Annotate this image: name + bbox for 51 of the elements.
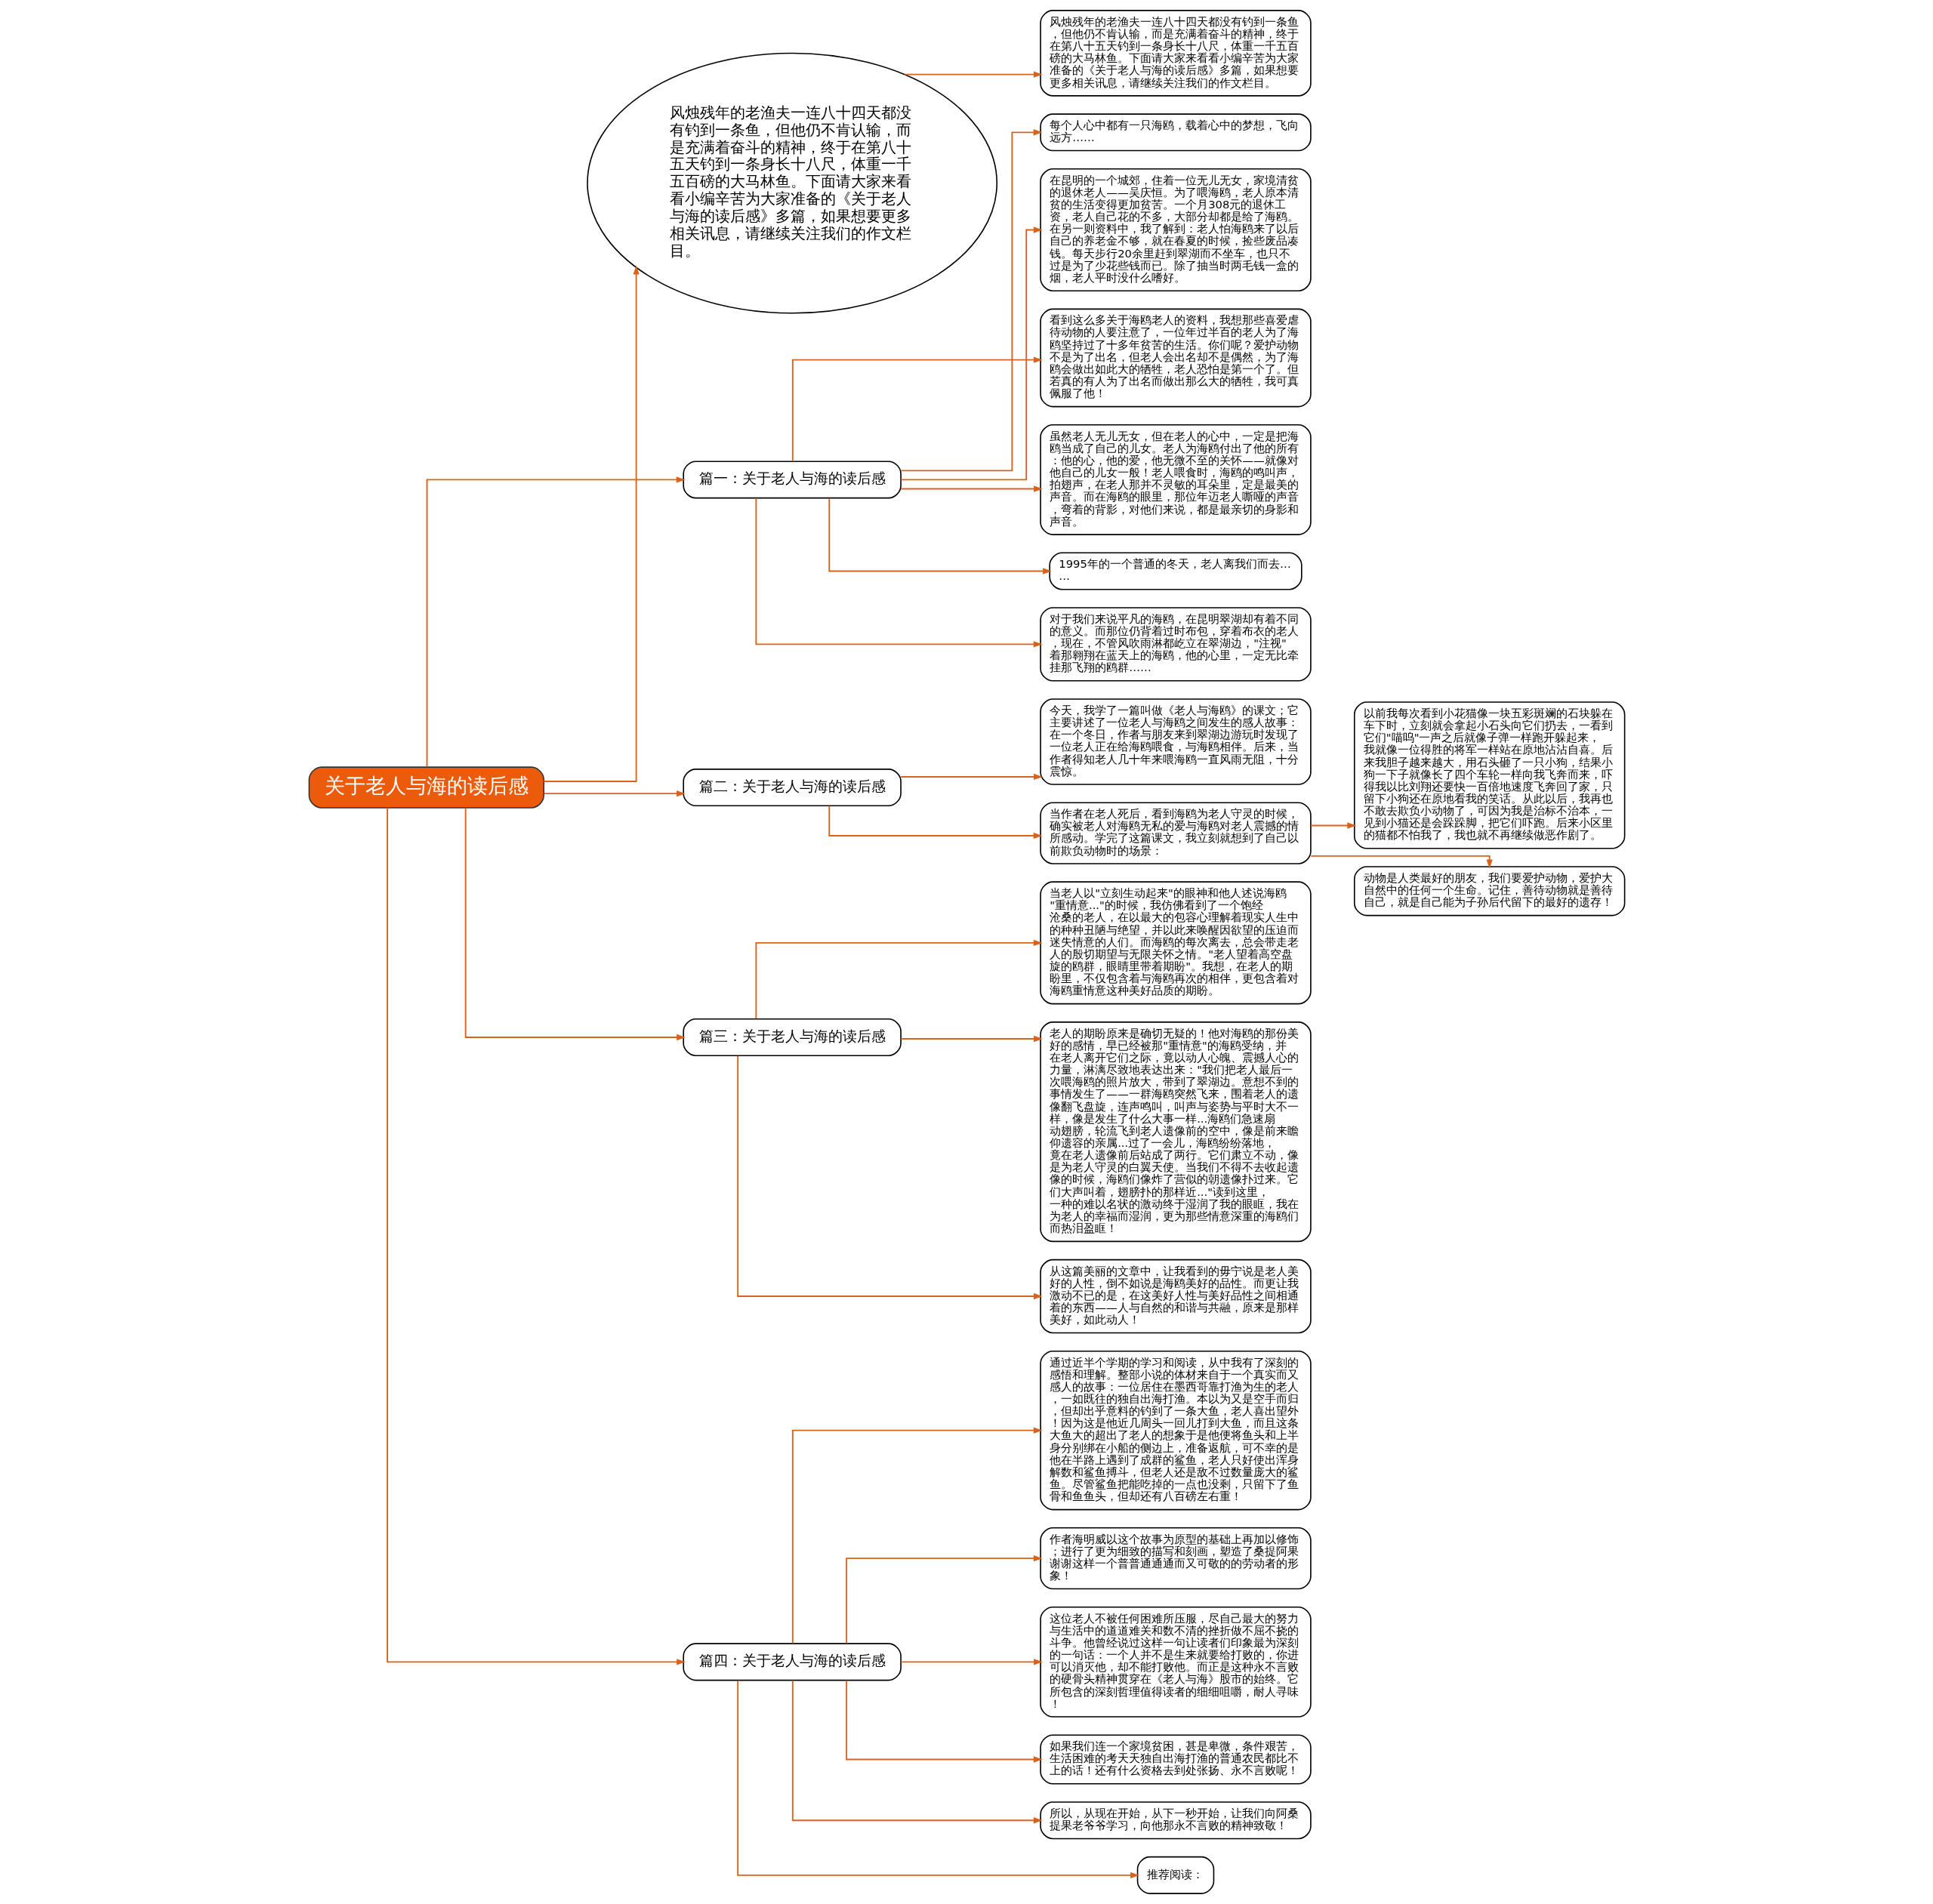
arrow xyxy=(828,805,1042,840)
node-box: 关于老人与海的读后感 xyxy=(308,766,544,809)
node-box: 虽然老人无儿无女，但在老人的心中，一定是把海鸥当成了自己的儿女。老人为海鸥付出了他的所有：他的心，他的爱，他无微不至的关怀——就像对他自己的儿女一般！老人喂食时，海鸥的鸣叫声，拍翅声，在老人那并不灵敏的耳朵里，定是最美的声音。而在海鸥的眼里，那位年迈老人嘶哑的声音，弯着的背影，对他们来说，都是最亲切的身影和声音。 xyxy=(1039,424,1312,535)
arrow xyxy=(791,1679,1043,1824)
node-box: 作者海明威以这个故事为原型的基础上再加以修饰；进行了更为细致的描写和刻画，塑造了桑提阿果谢谢这样一个普普通通通而又可敬的的劳动者的形象！ xyxy=(1039,1527,1312,1590)
arrow xyxy=(899,226,1043,481)
node-box: 当作者在老人死后，看到海鸥为老人守灵的时候，确实被老人对海鸥无私的爱与海鸥对老人震撼的情所感动。学完了这篇课文，我立刻就想到了自己以前欺负动物时的场景： xyxy=(1039,802,1312,864)
node-box: 如果我们连一个家境贫困，甚是卑微，条件艰苦，生活困难的考天天独自出海打渔的普通农民都比不上的话！还有什么资格去到处张扬、永不言败呢！ xyxy=(1039,1734,1312,1785)
node-box: 以前我每次看到小花猫像一块五彩斑斓的石块躲在车下时，立刻就会拿起小石头向它们扔去，一看到它们"喵呜"一声之后就像子弹一样跑开躲起来，我就像一位得胜的将军一样站在原地沾沾自喜。后来我胆子越来越大，用石头砸了一只小狗，结果小狗一下子就像长了四个车轮一样向我飞奔而来，吓得我以比刘翔还要快一百倍地速度飞奔回了家，只留下小狗还在原地看我的笑话。从此以后，我再也不敢去欺负小动物了，可因为我是治标不治本，一见到小猫还是会跺跺脚，把它们吓跑。后来小区里的猫都不怕我了，我也就不再继续做恶作剧了。 xyxy=(1353,701,1625,849)
arrow xyxy=(791,356,1043,462)
node-box: 通过近半个学期的学习和阅读，从中我有了深刻的感悟和理解。整部小说的体材来自于一个真实而又感人的故事：一位居住在墨西哥靠打渔为生的老人，一如既往的独自出海打渔。本以为又是空手而归，但却出乎意料的钓到了一条大鱼，老人喜出望外！因为这是他近几周头一回儿打到大鱼，而且这条大鱼大的超出了老人的想象于是他便将鱼头和上半身分别绑在小船的侧边上，准备返航，可不幸的是他在半路上遇到了成群的鲨鱼，老人只好使出浑身解数和鲨鱼搏斗，但老人还是敌不过数量庞大的鲨鱼。尽管鲨鱼把能吃掉的一点也没剩，只留下了鱼骨和鱼鱼头，但却还有八百磅左右重！ xyxy=(1039,1350,1312,1511)
node-box: 每个人心中都有一只海鸥，载着心中的梦想，飞向远方…… xyxy=(1039,113,1312,152)
arrow xyxy=(543,790,686,797)
arrow xyxy=(1309,855,1493,869)
node-box: 所以，从现在开始，从下一秒开始，让我们向阿桑提果老爷爷学习，向他那永不言败的精神致敬！ xyxy=(1039,1801,1312,1840)
node-box: 这位老人不被任何困难所压服，尽自己最大的努力与生活中的道道难关和数不清的挫折做不屈不挠的斗争。他曾经说过这样一句让读者们印象最为深刻的一句话：一个人并不是生来就要给打败的，你进可以消灭他，却不能打败他。而正是这种永不言败的硬骨头精神贯穿在《老人与海》股市的始终。它所包含的深刻哲理值得读者的细细咀嚼，耐人寻味！ xyxy=(1039,1606,1312,1718)
node-box: 当老人以"立刻生动起来"的眼神和他人述说海鸥"重情意..."的时候，我仿佛看到了一个饱经沧桑的老人，在以最大的包容心理解着现实人生中的种种丑陋与绝望，并以此来唤醒因欲望的压迫而迷失情意的人们。而海鸥的每次离去，总会带走老人的殷切期望与无限关怀之情。"老人望着高空盘旋的鸥群，眼睛里带着期盼"。我想，在老人的期盼里，不仅包含着与海鸥再次的相伴，更包含着对海鸥重情意这种美好品质的期盼。 xyxy=(1039,881,1312,1005)
node-box: 篇二：关于老人与海的读后感 xyxy=(682,769,902,807)
arrow xyxy=(845,1555,1043,1644)
arrow xyxy=(754,939,1043,1020)
arrow xyxy=(899,1035,1043,1043)
node-box: 推荐阅读： xyxy=(1136,1856,1214,1894)
arrow xyxy=(791,1427,1043,1644)
arrow xyxy=(1309,822,1356,829)
arrow xyxy=(754,498,1043,648)
arrow xyxy=(736,1055,1043,1300)
node-box: 动物是人类最好的朋友，我们要爱护动物，爱护大自然中的任何一个生命。记住，善待动物就是善待自己，就是自己能为子孙后代留下的最好的遗存！ xyxy=(1353,866,1625,917)
node-ellipse: 风烛残年的老渔夫一连八十四天都没有钓到一条鱼，但他仍不肯认输，而是充满着奋斗的精神，终于在第八十五天钓到一条身长十八尺，体重一千五百磅的大马林鱼。下面请大家来看看小编辛苦为大家准备的《关于老人与海的读后感》多篇，如果想要更多相关讯息，请继续关注我们的作文栏目。 xyxy=(586,52,997,314)
node-box: 篇一：关于老人与海的读后感 xyxy=(682,461,902,499)
node-box: 风烛残年的老渔夫一连八十四天都没有钓到一条鱼，但他仍不肯认输，而是充满着奋斗的精神，终于在第八十五天钓到一条身长十八尺，体重一千五百磅的大马林鱼。下面请大家来看看小编辛苦为大家准备的《关于老人与海的读后感》多篇，如果想要更多相关讯息，请继续关注我们的作文栏目。 xyxy=(1039,10,1312,97)
node-box: 从这篇美丽的文章中，让我看到的毋宁说是老人美好的人性，倒不如说是海鸥美好的品性。而更让我激动不已的是，在这美好人性与美好品性之间相通着的东西——人与自然的和谐与共融，原来是那样美好，如此动人！ xyxy=(1039,1259,1312,1334)
arrow xyxy=(900,129,1042,472)
node-box: 篇三：关于老人与海的读后感 xyxy=(682,1018,902,1057)
node-box: 篇四：关于老人与海的读后感 xyxy=(682,1643,902,1681)
arrow xyxy=(899,773,1043,781)
arrow xyxy=(828,498,1052,575)
arrow xyxy=(736,1680,1139,1879)
arrow xyxy=(426,476,685,768)
node-box: 老人的期盼原来是确切无疑的！他对海鸥的那份美好的感情，早已经被那"重情意"的海鸥受纳，并在老人离开它们之际，竟以动人心魄、震撼人心的力量，淋漓尽致地表达出来："我们把老人最后一次喂海鸥的照片放大，带到了翠湖边。意想不到的事情发生了——一群海鸥突然飞来，围着老人的遗像翻飞盘旋，连声鸣叫，叫声与姿势与平时大不一样，像是发生了什么大事一样...海鸥们急速扇动翅膀，轮流飞到老人遗像前的空中，像是前来瞻仰遗容的亲属...过了一会儿，海鸥纷纷落地，竟在老人遗像前后站成了两行。它们肃立不动，像是为老人守灵的白翼天使。当我们不得不去收起遗像的时候，海鸥们像炸了营似的朝遗像扑过来。它们大声叫着，翅膀扑的那样近..."读到这里，一种的难以名状的激动终于湿润了我的眼眶，我在为老人的幸福而湿润，更为那些情意深重的海鸥们而热泪盈眶！ xyxy=(1039,1021,1312,1243)
arrow xyxy=(845,1679,1043,1763)
node-box: 1995年的一个普通的冬天，老人离我们而去…… xyxy=(1048,552,1303,590)
node-box: 今天，我学了一篇叫做《老人与海鸥》的课文；它主要讲述了一位老人与海鸥之间发生的感人故事：在一个冬日，作者与朋友来到翠湖边游玩时发现了一位老人正在给海鸥喂食，与海鸥相伴。后来，当作者得知老人几十年来喂海鸥一直风雨无阻，十分震惊。 xyxy=(1039,698,1312,785)
arrow xyxy=(464,807,686,1041)
node-box: 看到这么多关于海鸥老人的资料，我想那些喜爱虐待动物的人要注意了，一位年过半百的老人为了海鸥坚持过了十多年贫苦的生活。你们呢？爱护动物不是为了出名，但老人会出名却不是偶然，为了海鸥会做出如此大的牺牲，老人恐怕是第一个了。但若真的有人为了出名而做出那么大的牺牲，我可真佩服了他！ xyxy=(1039,308,1312,408)
arrow xyxy=(542,265,640,782)
arrow xyxy=(899,485,1043,492)
arrow xyxy=(386,807,686,1665)
arrow xyxy=(903,71,1043,78)
arrow xyxy=(899,1659,1043,1665)
node-box: 在昆明的一个城郊，住着一位无儿无女，家境清贫的退休老人——吴庆恒。为了喂海鸥，老人原本清贫的生活变得更加贫苦。一个月308元的退休工资，老人自己花的不多，大部分却都是给了海鸥。在另一则资料中，我了解到：老人怕海鸥来了以后自己的养老金不够，就在春夏的时候，捡些废品凑钱。每天步行20余里赶到翠湖而不坐车，也只不过是为了少花些钱而已。除了抽当时两毛钱一盒的烟，老人平时没什么嗜好。 xyxy=(1039,168,1312,291)
node-box: 对于我们来说平凡的海鸥，在昆明翠湖却有着不同的意义。而那位仍背着过时布包，穿着布衣的老人，现在，不管风吹雨淋都屹立在翠湖边，"注视"着那翱翔在蓝天上的海鸥，他的心里，一定无比牵挂那飞翔的鸥群…… xyxy=(1039,607,1312,682)
